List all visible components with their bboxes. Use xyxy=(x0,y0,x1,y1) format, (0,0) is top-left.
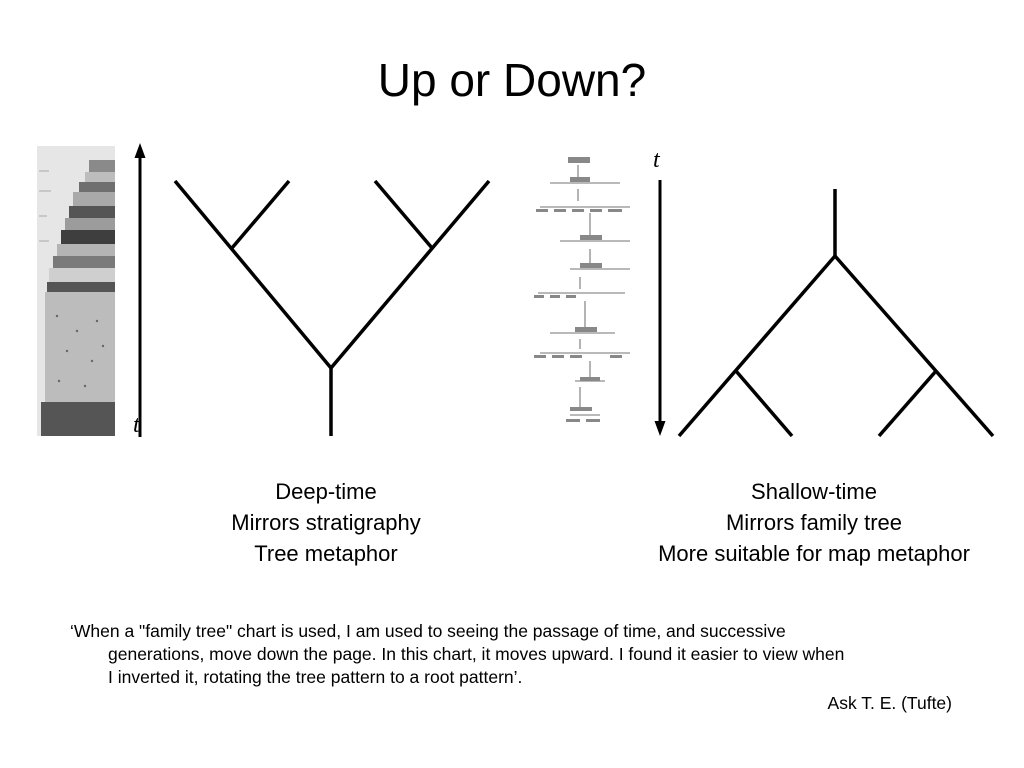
right-caption-line-1: Shallow-time xyxy=(751,479,877,504)
family-tree-image xyxy=(530,153,640,435)
left-caption-line-1: Deep-time xyxy=(275,479,377,504)
left-caption-line-2: Mirrors stratigraphy xyxy=(231,510,421,535)
right-caption-line-2: Mirrors family tree xyxy=(725,510,902,535)
time-axis-label-right: t xyxy=(653,147,660,173)
tufte-quote: ‘When a "family tree" chart is used, I a… xyxy=(70,620,960,689)
right-caption: Shallow-time Mirrors family tree More su… xyxy=(624,476,1004,569)
quote-line-3: I inverted it, rotating the tree pattern… xyxy=(108,667,523,687)
left-caption-line-3: Tree metaphor xyxy=(254,541,398,566)
right-caption-line-3: More suitable for map metaphor xyxy=(658,541,970,566)
upward-tree xyxy=(173,179,491,436)
quote-line-2: generations, move down the page. In this… xyxy=(108,644,845,664)
time-axis-label-left: t xyxy=(133,412,140,438)
slide-title: Up or Down? xyxy=(377,54,647,106)
left-caption: Deep-time Mirrors stratigraphy Tree meta… xyxy=(176,476,476,569)
quote-attribution: Ask T. E. (Tufte) xyxy=(827,693,952,713)
time-arrow-down xyxy=(654,180,666,436)
downward-tree xyxy=(677,189,995,438)
stratigraphy-image xyxy=(37,146,115,436)
quote-line-1: ‘When a "family tree" chart is used, I a… xyxy=(70,621,786,641)
time-arrow-up xyxy=(134,143,146,437)
